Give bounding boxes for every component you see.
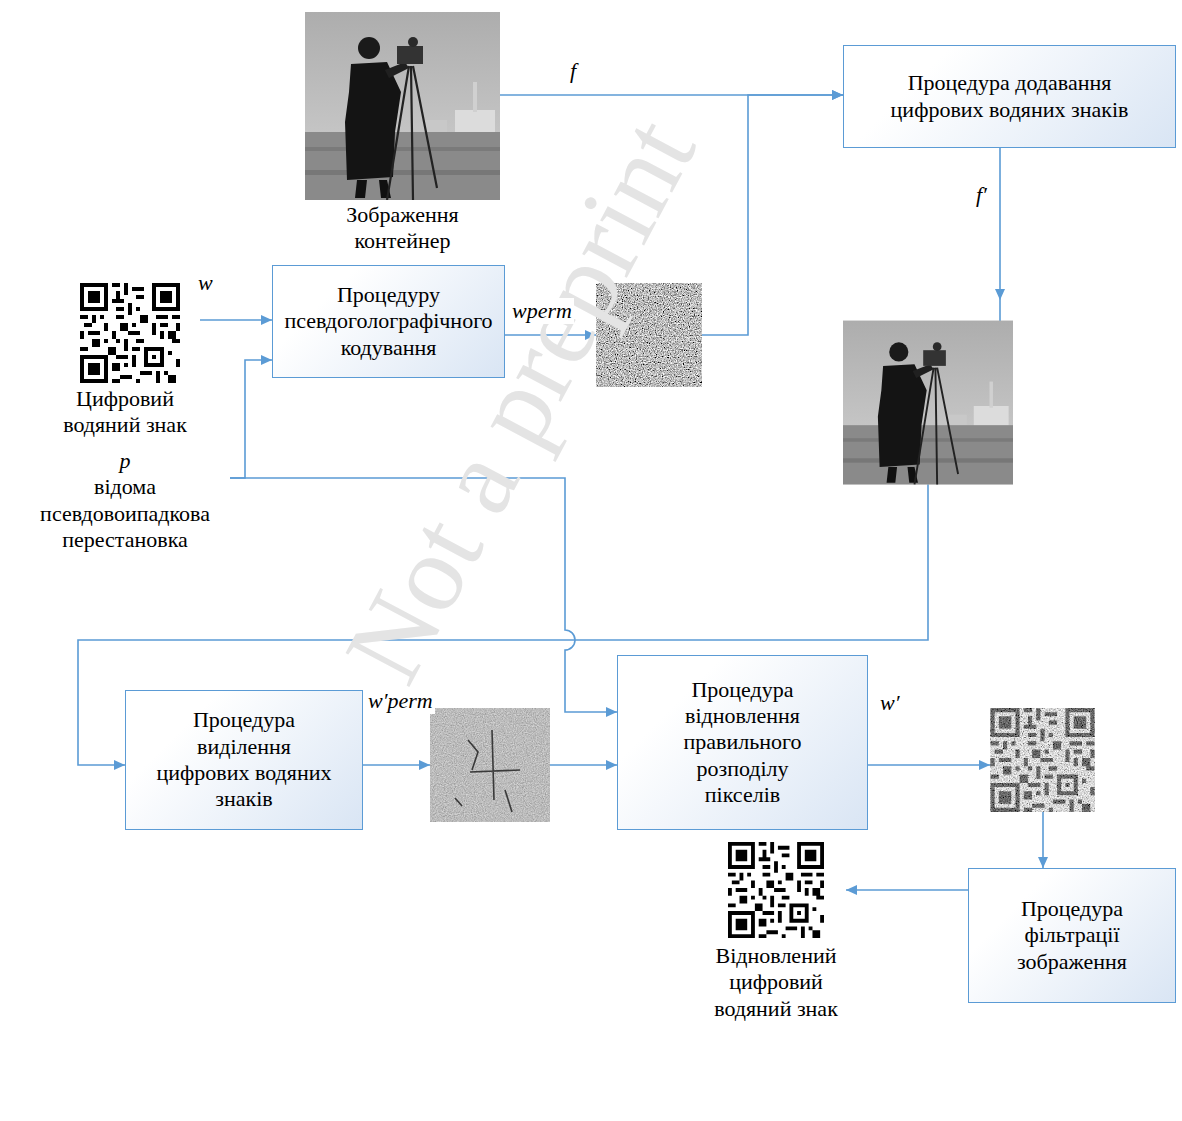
image-caption: Зображення контейнер xyxy=(305,202,500,255)
process-box: Процедура додавання цифрових водяних зна… xyxy=(843,45,1176,148)
watermark: Not a preprint xyxy=(327,102,714,698)
connector-arrow xyxy=(200,319,272,321)
container-image xyxy=(305,12,500,200)
node-text: Процедура виділення цифрових водяних зна… xyxy=(156,707,332,813)
arrowhead xyxy=(419,760,430,770)
watermarked-image xyxy=(843,321,1013,485)
node-text: Процедура додавання цифрових водяних зна… xyxy=(884,70,1135,123)
image-caption: Відновлений цифровий водяний знак xyxy=(706,943,846,1022)
signal-label: f′ xyxy=(974,182,989,208)
signal-label: f xyxy=(568,58,578,84)
restored-noisy-qr-image xyxy=(990,708,1095,812)
text-node: pвідома псевдовоипадкова перестановка xyxy=(20,448,230,554)
node-text: Процедуру псевдоголографічного кодування xyxy=(281,282,496,361)
node-text: Процедура фільтрації зображення xyxy=(999,896,1145,975)
image-node: Цифровий водяний знак xyxy=(50,280,200,439)
node-text: Процедура відновлення правильного розпод… xyxy=(658,677,827,809)
signal-label: w′perm xyxy=(366,688,435,714)
process-box: Процедуру псевдоголографічного кодування xyxy=(272,265,505,378)
process-box: Процедура фільтрації зображення xyxy=(968,868,1176,1003)
connector-arrow xyxy=(846,889,968,891)
connector-arrow xyxy=(230,360,272,478)
image-node: Відновлений цифровий водяний знак xyxy=(706,835,846,1022)
symbol-label: p xyxy=(20,448,230,474)
restored-qr-base xyxy=(991,708,1095,812)
image-caption: Цифровий водяний знак xyxy=(50,386,200,439)
signal-label: wperm xyxy=(510,298,574,324)
restored-qr-noise xyxy=(990,708,1095,812)
extracted-noise-ground xyxy=(430,708,550,822)
signal-label: w xyxy=(196,270,215,296)
qr-watermark-image xyxy=(80,283,180,383)
arrowhead xyxy=(979,760,990,770)
node-text: відома псевдовоипадкова перестановка xyxy=(20,474,230,553)
arrowhead xyxy=(995,289,1005,300)
process-box: Процедура відновлення правильного розпод… xyxy=(617,655,868,830)
recovered-qr-image xyxy=(728,842,824,938)
extracted-noise-image xyxy=(430,708,550,822)
process-box: Процедура виділення цифрових водяних зна… xyxy=(125,690,363,830)
signal-label: w′ xyxy=(878,690,902,716)
image-node: Зображення контейнер xyxy=(305,12,500,255)
extracted-ghost-lines xyxy=(455,730,520,812)
